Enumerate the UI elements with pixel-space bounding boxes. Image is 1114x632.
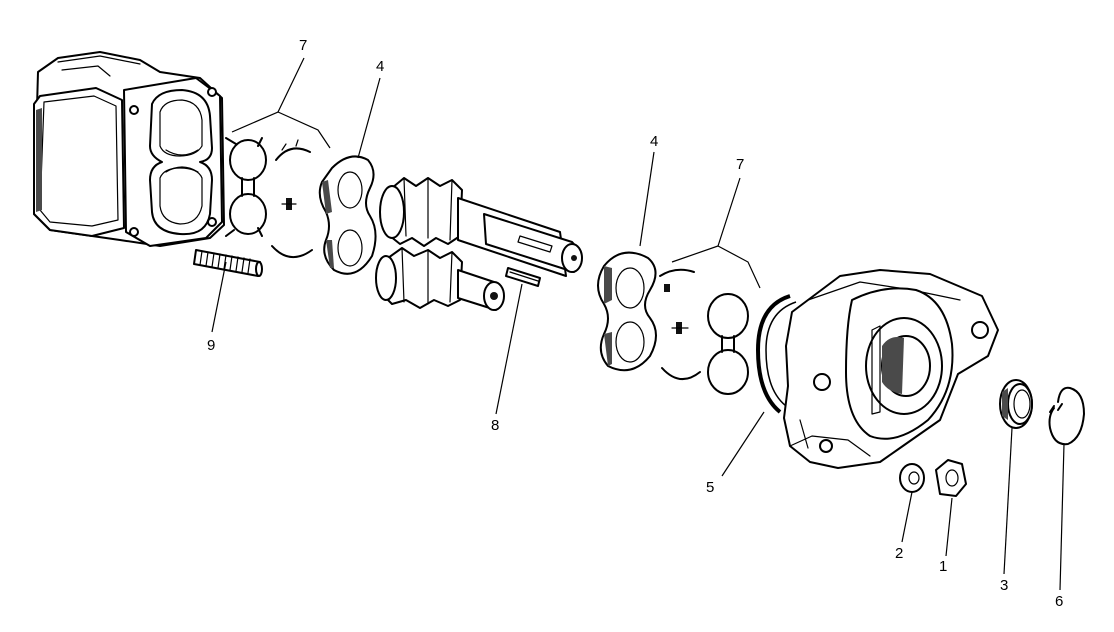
part-8-key [505,267,541,287]
part-1-nut [935,459,967,497]
front-flange-cover [783,269,999,469]
leader-5 [721,411,765,477]
leader-1 [945,497,953,557]
leader-3 [1003,427,1013,575]
leader-8 [495,283,523,415]
leader-2 [901,491,913,543]
callout-4-right: 4 [650,133,658,150]
part-5-o-ring [755,294,797,414]
leader-6 [1059,443,1065,591]
callout-labels: 7 4 9 8 4 7 5 2 1 3 6 [207,37,1063,610]
part-4-wear-plate-right [597,251,657,372]
part-7-seal-set-right [659,268,749,395]
callout-2: 2 [895,545,903,562]
leader-lines [211,57,1065,591]
leader-7-left [231,57,331,149]
leader-9 [211,261,227,333]
drive-gear-shaft [379,177,583,277]
driven-gear [375,247,505,311]
part-4-wear-plate-left [318,155,377,275]
callout-7-right: 7 [736,156,744,173]
callout-3: 3 [1000,577,1008,594]
callout-4-left: 4 [376,58,384,75]
leader-7-right [671,177,761,289]
leader-4-right [639,151,655,247]
leader-4-left [357,77,381,159]
callout-7-left: 7 [299,37,307,54]
part-3-shaft-seal [999,379,1033,429]
part-6-retaining-ring [1048,386,1085,446]
callout-5: 5 [706,479,714,496]
callout-8: 8 [491,417,499,434]
rear-cover-housing [33,51,225,247]
part-7-seal-set-left [225,137,313,258]
part-9-stud [193,249,263,277]
callout-9: 9 [207,337,215,354]
callout-6: 6 [1055,593,1063,610]
callout-1: 1 [939,558,947,575]
part-2-washer [899,463,925,493]
